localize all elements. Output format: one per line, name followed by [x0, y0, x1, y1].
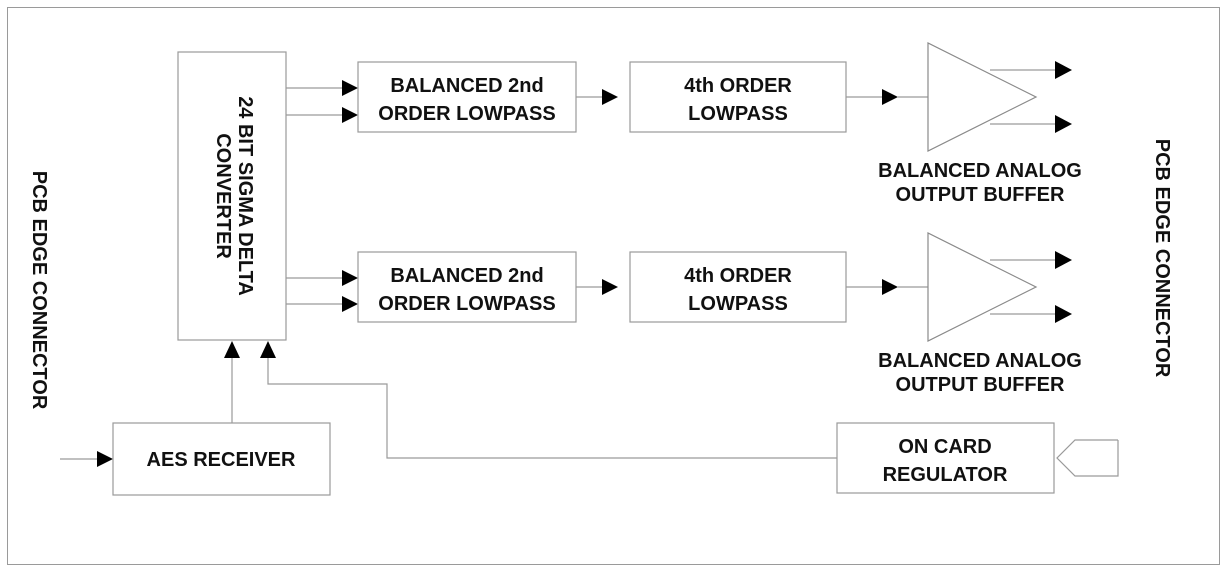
buffer-bottom-triangle: [927, 232, 1038, 342]
lowpass-4th-top-block: 4th ORDER LOWPASS: [629, 61, 847, 133]
buffer-bottom-line2: OUTPUT BUFFER: [896, 374, 1065, 396]
lowpass-4th-bottom-block: 4th ORDER LOWPASS: [629, 251, 847, 323]
lowpass-4th-bottom-line2: LOWPASS: [688, 293, 788, 315]
lowpass-4th-bottom-line1: 4th ORDER: [684, 265, 792, 287]
input-arrow-icon: [97, 451, 113, 467]
buffer-top-triangle: [927, 42, 1038, 152]
buffer-top-line1: BALANCED ANALOG: [878, 160, 1082, 182]
arrow-icon: [602, 279, 618, 295]
lowpass-2nd-bottom-line1: BALANCED 2nd: [390, 265, 543, 287]
output-arrow-icon: [1055, 305, 1072, 323]
buffer-top-line2: OUTPUT BUFFER: [896, 184, 1065, 206]
power-connector-icon: [1056, 439, 1119, 477]
lowpass-4th-top-line1: 4th ORDER: [684, 75, 792, 97]
output-arrow-icon: [1055, 61, 1072, 79]
output-arrow-icon: [1055, 251, 1072, 269]
aes-receiver-block: AES RECEIVER: [60, 341, 331, 496]
arrow-up-icon: [260, 341, 276, 358]
lowpass-2nd-top-line1: BALANCED 2nd: [390, 75, 543, 97]
bottom-signal-chain: BALANCED 2nd ORDER LOWPASS 4th ORDER LOW…: [286, 232, 1082, 396]
lowpass-2nd-top-line2: ORDER LOWPASS: [378, 103, 555, 125]
arrow-up-icon: [224, 341, 240, 358]
arrow-icon: [342, 270, 358, 286]
output-arrow-icon: [1055, 115, 1072, 133]
arrow-icon: [882, 279, 898, 295]
aes-receiver-label: AES RECEIVER: [147, 449, 296, 471]
lowpass-4th-top-line2: LOWPASS: [688, 103, 788, 125]
lowpass-2nd-top-block: BALANCED 2nd ORDER LOWPASS: [357, 61, 577, 133]
converter-label-line1: 24 BIT SIGMA DELTA: [234, 96, 256, 296]
arrow-icon: [342, 107, 358, 123]
regulator-line1: ON CARD: [898, 436, 991, 458]
right-connector-label: PCB EDGE CONNECTOR: [1151, 139, 1173, 378]
arrow-icon: [602, 89, 618, 105]
regulator-line2: REGULATOR: [883, 464, 1008, 486]
lowpass-2nd-bottom-block: BALANCED 2nd ORDER LOWPASS: [357, 251, 577, 323]
buffer-bottom-line1: BALANCED ANALOG: [878, 350, 1082, 372]
arrow-icon: [342, 296, 358, 312]
lowpass-2nd-bottom-line2: ORDER LOWPASS: [378, 293, 555, 315]
arrow-icon: [882, 89, 898, 105]
top-signal-chain: BALANCED 2nd ORDER LOWPASS 4th ORDER LOW…: [286, 42, 1082, 206]
arrow-icon: [342, 80, 358, 96]
diagram-frame: [7, 7, 1220, 565]
left-connector-label: PCB EDGE CONNECTOR: [28, 171, 50, 410]
regulator-block: ON CARD REGULATOR: [260, 341, 1119, 494]
converter-label-line2: CONVERTER: [212, 133, 234, 259]
converter-block: 24 BIT SIGMA DELTA CONVERTER: [177, 51, 287, 341]
